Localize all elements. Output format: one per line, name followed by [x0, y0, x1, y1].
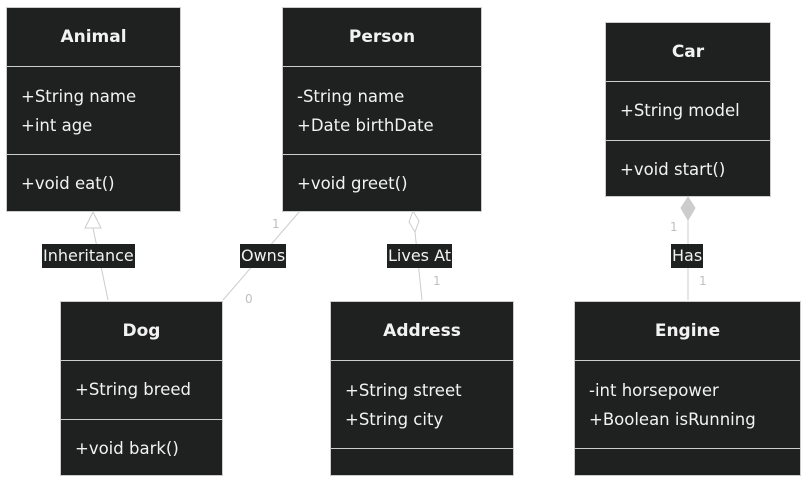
aggregation-diamond [408, 209, 420, 234]
owns-from-multiplicity: 1 [272, 217, 280, 231]
owns-label: Owns [240, 244, 287, 268]
inheritance-label: Inheritance [42, 244, 135, 268]
attributes-section: +String breed [61, 361, 222, 420]
attribute: +String city [345, 410, 444, 429]
methods-section: +void start() [606, 141, 770, 184]
class-name: Person [283, 8, 481, 67]
class-animal: Animal +String name +int age +void eat() [6, 7, 181, 212]
class-name: Car [606, 23, 770, 82]
attribute: +String model [620, 101, 740, 120]
method: +void greet() [297, 174, 408, 193]
class-name: Engine [575, 302, 800, 361]
attributes-section: +String street +String city [331, 361, 513, 449]
class-name: Address [331, 302, 513, 361]
class-dog: Dog +String breed +void bark() [60, 301, 223, 476]
has-to-multiplicity: 1 [699, 274, 707, 288]
class-name: Animal [7, 8, 180, 67]
attributes-section: -String name +Date birthDate [283, 67, 481, 155]
methods-section: +void greet() [283, 155, 481, 198]
method: +void eat() [21, 174, 115, 193]
owns-to-multiplicity: 0 [245, 292, 253, 306]
class-car: Car +String model +void start() [605, 22, 771, 197]
class-engine: Engine -int horsepower +Boolean isRunnin… [574, 301, 801, 476]
attributes-section: +String model [606, 82, 770, 141]
attribute: +int age [21, 116, 93, 135]
attribute: +Boolean isRunning [589, 410, 756, 429]
methods-section: +void bark() [61, 420, 222, 463]
attributes-section: +String name +int age [7, 67, 180, 155]
attribute: +String name [21, 87, 137, 106]
attribute: +String breed [75, 380, 191, 399]
attribute: -int horsepower [589, 381, 719, 400]
class-name: Dog [61, 302, 222, 361]
attributes-section: -int horsepower +Boolean isRunning [575, 361, 800, 449]
has-from-multiplicity: 1 [670, 220, 678, 234]
lives-at-to-multiplicity: 1 [433, 274, 441, 288]
method: +void bark() [75, 439, 179, 458]
attribute: +Date birthDate [297, 116, 434, 135]
has-label: Has [671, 244, 704, 268]
attribute: -String name [297, 87, 405, 106]
methods-section: +void eat() [7, 155, 180, 198]
class-address: Address +String street +String city [330, 301, 514, 476]
attribute: +String street [345, 381, 462, 400]
method: +void start() [620, 160, 726, 179]
class-person: Person -String name +Date birthDate +voi… [282, 7, 482, 212]
composition-diamond [680, 196, 696, 221]
lives-at-label: Lives At [387, 244, 453, 268]
inheritance-arrowhead [84, 210, 102, 229]
